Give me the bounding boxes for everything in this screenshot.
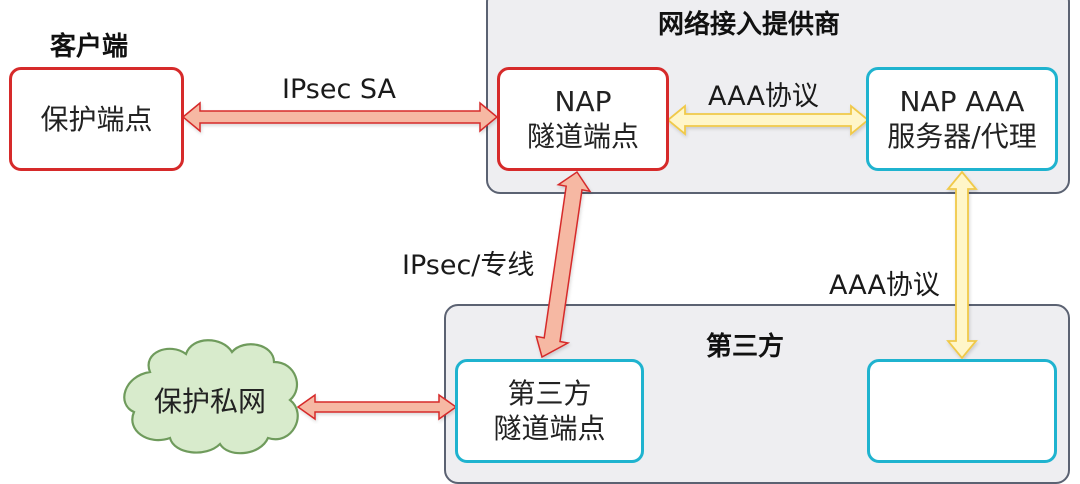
nap-aaa-line2: 服务器/代理 bbox=[887, 120, 1037, 153]
client-endpoint-label: 保护端点 bbox=[40, 102, 153, 136]
nap-aaa-line1: NAP AAA bbox=[899, 85, 1025, 118]
client-protected-endpoint: 保护端点 bbox=[9, 67, 184, 171]
private-network-cloud bbox=[123, 339, 299, 455]
client-title: 客户端 bbox=[50, 32, 129, 62]
ipsec-line-label: IPsec/专线 bbox=[402, 250, 535, 281]
cloud-link-arrow bbox=[296, 393, 458, 421]
nap-tunnel-line1: NAP bbox=[554, 85, 612, 118]
ipsec-line-arrow bbox=[535, 170, 592, 359]
nap-tunnel-line2: 隧道端点 bbox=[526, 120, 639, 153]
connector-arrows bbox=[123, 101, 978, 455]
nap-tunnel-endpoint: NAP 隧道端点 bbox=[497, 67, 669, 171]
third-party-aaa-server bbox=[867, 359, 1057, 463]
aaa-right-arrow bbox=[946, 170, 978, 360]
aaa-top-label: AAA协议 bbox=[708, 81, 819, 112]
ipsec-sa-label: IPsec SA bbox=[282, 74, 396, 105]
nap-aaa-server: NAP AAA 服务器/代理 bbox=[866, 67, 1058, 171]
nap-title: 网络接入提供商 bbox=[658, 10, 841, 40]
third-tunnel-line1: 第三方 bbox=[507, 377, 592, 410]
third-tunnel-line2: 隧道端点 bbox=[493, 412, 606, 445]
third-party-title: 第三方 bbox=[706, 332, 785, 362]
ipsec-sa-arrow bbox=[181, 101, 499, 133]
aaa-right-label: AAA协议 bbox=[829, 270, 940, 301]
private-network-label: 保护私网 bbox=[154, 385, 267, 418]
third-party-tunnel-endpoint: 第三方 隧道端点 bbox=[455, 359, 644, 463]
